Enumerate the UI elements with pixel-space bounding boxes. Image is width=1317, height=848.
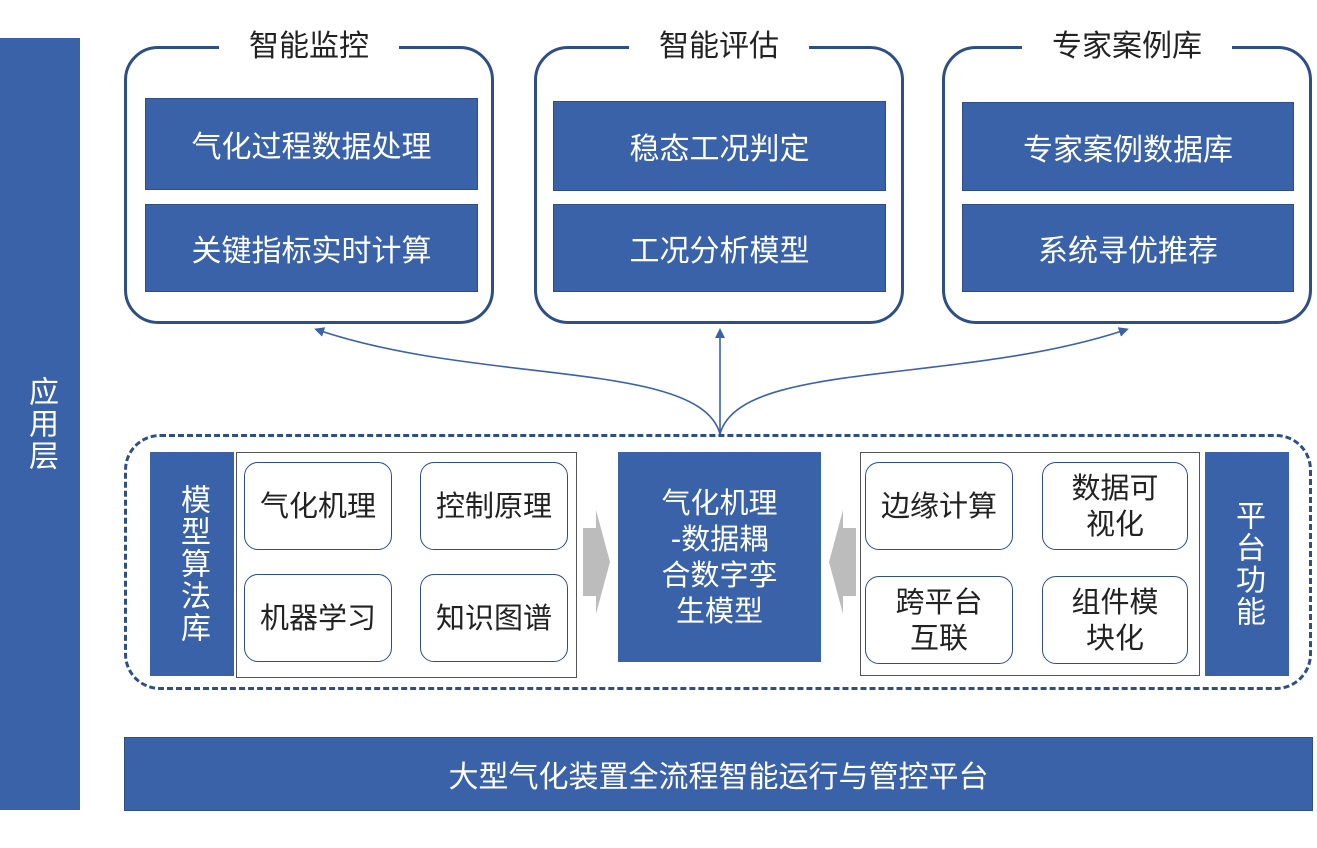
item-machine-learning: 机器学习 (244, 574, 392, 662)
item-edge-computing: 边缘计算 (865, 462, 1013, 550)
box-gasification-data-processing: 气化过程数据处理 (145, 98, 478, 190)
platform-functions-label-box: 平台功能 (1205, 452, 1289, 676)
item-component-modular-line-2: 块化 (1085, 621, 1144, 655)
application-layer-label: 应用层 (23, 376, 58, 472)
core-model-line-3: 合数字孪 (661, 558, 778, 592)
item-cross-platform-line-2: 互联 (909, 621, 968, 655)
item-gasification-mechanism: 气化机理 (244, 462, 392, 550)
item-cross-platform-interconnect: 跨平台 互联 (865, 576, 1013, 664)
item-data-visualization: 数据可 视化 (1042, 462, 1188, 550)
item-component-modular-line-1: 组件模 (1071, 585, 1159, 619)
group-title-intelligent-monitoring: 智能监控 (219, 29, 399, 65)
item-edge-computing-text: 边缘计算 (880, 489, 997, 523)
core-dashed-container (124, 434, 1312, 690)
box-condition-analysis-model: 工况分析模型 (553, 204, 886, 292)
item-component-modularization: 组件模 块化 (1042, 576, 1188, 664)
group-title-wrap: 专家案例库 (942, 28, 1312, 66)
core-model-line-1: 气化机理 (661, 486, 778, 520)
item-cross-platform-line-1: 跨平台 (895, 585, 983, 619)
bottom-platform-bar: 大型气化装置全流程智能运行与管控平台 (124, 737, 1313, 811)
group-title-wrap: 智能监控 (124, 28, 494, 66)
arrow-to-monitoring (314, 327, 721, 435)
item-knowledge-graph: 知识图谱 (420, 574, 568, 662)
core-model-line-4: 生模型 (675, 594, 763, 628)
platform-functions-label: 平台功能 (1230, 500, 1265, 628)
box-steady-state-judgment: 稳态工况判定 (553, 101, 886, 191)
item-data-visualization-line-2: 视化 (1085, 507, 1144, 541)
block-arrow-left (829, 510, 856, 614)
model-algorithm-library-label-box: 模型算法库 (150, 452, 234, 676)
arrow-to-expert-library (719, 327, 1129, 435)
box-key-indicator-realtime-calc: 关键指标实时计算 (145, 204, 478, 292)
block-arrow-right (583, 510, 610, 614)
item-data-visualization-line-1: 数据可 (1071, 471, 1159, 505)
group-title-expert-case-library: 专家案例库 (1022, 29, 1232, 65)
core-digital-twin-model: 气化机理 -数据耦 合数字孪 生模型 (618, 452, 821, 662)
group-title-wrap: 智能评估 (534, 28, 904, 66)
application-layer-bar: 应用层 (0, 38, 80, 810)
box-expert-case-database: 专家案例数据库 (962, 102, 1294, 191)
item-control-principle: 控制原理 (420, 462, 568, 550)
core-model-line-2: -数据耦 (670, 522, 769, 556)
group-title-intelligent-evaluation: 智能评估 (629, 29, 809, 65)
box-system-optimization-recommend: 系统寻优推荐 (962, 204, 1294, 292)
model-algorithm-library-label: 模型算法库 (175, 484, 210, 644)
